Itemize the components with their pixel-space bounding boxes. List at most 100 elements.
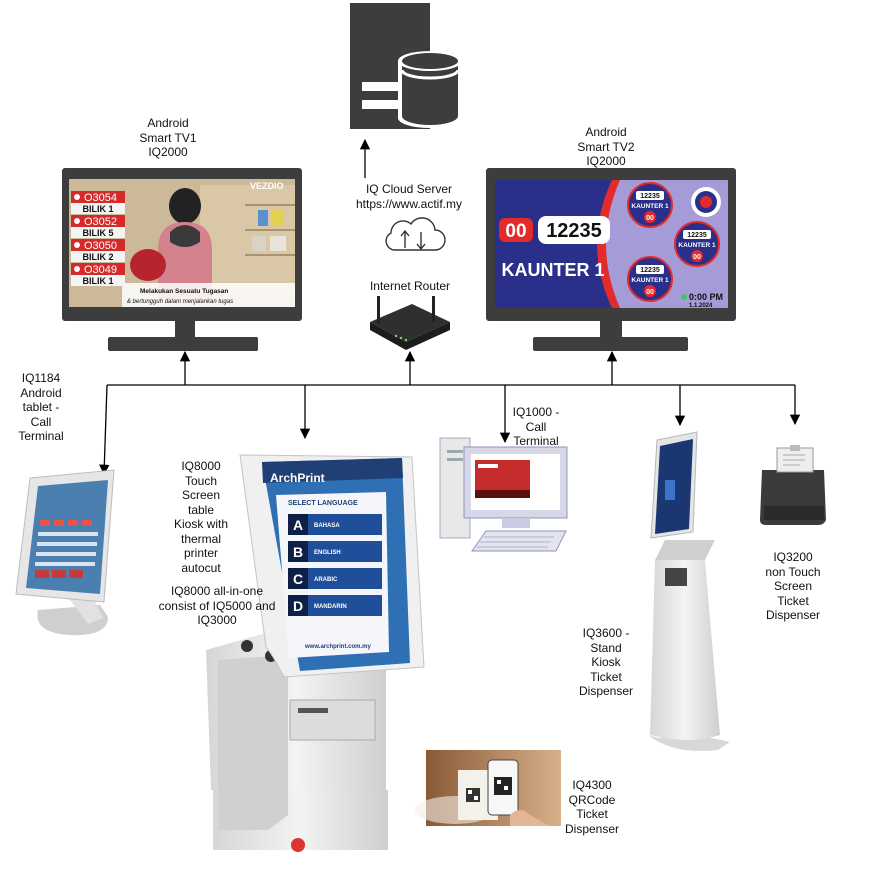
label-router: Internet Router bbox=[360, 279, 460, 294]
tv2-ticket: 12235 bbox=[546, 220, 602, 242]
language-option-button[interactable] bbox=[288, 568, 382, 589]
queue-room-bg bbox=[71, 275, 125, 286]
kiosk-heading: SELECT LANGUAGE bbox=[288, 500, 358, 507]
label-line: non Touch bbox=[765, 564, 821, 579]
label-line: IQ2000 bbox=[148, 145, 188, 159]
queue-dot bbox=[74, 194, 80, 200]
ticket-dispenser bbox=[760, 445, 826, 525]
tv1-caption-1: Melakukan Sesuatu Tugasan bbox=[140, 288, 228, 295]
language-option-key-bg bbox=[288, 568, 308, 589]
side-ticket-prefix: 00 bbox=[693, 254, 701, 261]
side-ticket-number: 12235 bbox=[640, 193, 660, 200]
label-line: autocut bbox=[181, 560, 221, 575]
label-line: IQ8000 bbox=[181, 459, 221, 473]
tv2-clock: 0:00 PM bbox=[689, 292, 723, 302]
label-line: printer bbox=[183, 546, 218, 560]
label-line: Smart TV1 bbox=[139, 130, 197, 145]
kiosk-brand: ArchPrint bbox=[270, 471, 325, 485]
side-ticket-prefix: 00 bbox=[646, 289, 654, 296]
label-line: IQ2000 bbox=[586, 154, 626, 168]
side-ticket-prefix: 00 bbox=[646, 215, 654, 222]
side-ticket-prefix-bg bbox=[644, 285, 656, 297]
android-tablet bbox=[15, 469, 115, 636]
label-line: IQ3200 bbox=[773, 550, 813, 564]
label-line: Internet Router bbox=[369, 279, 451, 293]
side-ticket-bg bbox=[636, 191, 664, 200]
router-icon bbox=[370, 296, 450, 350]
language-option-key-bg bbox=[288, 595, 308, 616]
label-line: Ticket bbox=[576, 807, 608, 821]
queue-number: O3052 bbox=[84, 216, 117, 228]
label-line: Terminal bbox=[513, 434, 559, 448]
queue-room: BILIK 5 bbox=[82, 228, 113, 238]
side-ticket-counter: KAUNTER 1 bbox=[631, 203, 669, 210]
label-line: Terminal bbox=[18, 429, 64, 443]
queue-room: BILIK 1 bbox=[82, 276, 113, 286]
label-line: Android bbox=[20, 385, 62, 400]
queue-room: BILIK 2 bbox=[82, 252, 113, 262]
language-option-key: C bbox=[293, 571, 303, 587]
queue-dot bbox=[74, 242, 80, 248]
language-option-key-bg bbox=[288, 514, 308, 535]
language-option-button[interactable] bbox=[288, 514, 382, 535]
label-line: Dispenser bbox=[578, 684, 634, 698]
kiosk-footer: www.archprint.com.my bbox=[304, 644, 371, 650]
tv2-prefix: 00 bbox=[505, 221, 526, 242]
tv1-caption-2: & bertungguh dalam menjalankan tugas bbox=[127, 299, 233, 305]
language-option-key-bg bbox=[288, 541, 308, 562]
language-option-button[interactable] bbox=[288, 541, 382, 562]
side-ticket-bg bbox=[683, 230, 711, 239]
arrow-to-tablet bbox=[99, 384, 110, 476]
label-line: IQ1184 bbox=[21, 371, 61, 385]
tv1-brand: VEZDIO bbox=[250, 181, 284, 191]
label-line: Android bbox=[147, 116, 189, 130]
queue-room-bg bbox=[71, 251, 125, 262]
queue-room: BILIK 1 bbox=[82, 204, 113, 214]
label-line: IQ8000 all-in-one bbox=[170, 584, 264, 598]
label-line: table bbox=[187, 502, 215, 517]
side-ticket-bg bbox=[636, 265, 664, 274]
label-line: Touch bbox=[184, 473, 218, 488]
desktop-call-terminal bbox=[439, 437, 568, 552]
cloud-server-icon bbox=[350, 3, 462, 129]
side-ticket-counter: KAUNTER 1 bbox=[631, 277, 669, 284]
queue-number-bg bbox=[71, 263, 125, 275]
label-line: Call bbox=[525, 419, 547, 434]
label-line: IQ1000 - bbox=[512, 405, 560, 419]
label-line: consist of IQ5000 and bbox=[158, 598, 276, 613]
side-ticket-prefix-bg bbox=[644, 211, 656, 223]
label-line: Screen bbox=[181, 488, 221, 502]
label-line: Dispenser bbox=[765, 608, 821, 622]
internet-cloud-icon bbox=[385, 217, 446, 251]
label-line: Kiosk with bbox=[173, 517, 229, 531]
queue-number: O3050 bbox=[84, 240, 117, 252]
label-line: Kiosk bbox=[591, 655, 621, 669]
language-option-key: D bbox=[293, 598, 303, 614]
side-ticket-number: 12235 bbox=[640, 267, 660, 274]
label-line: Call bbox=[30, 414, 52, 429]
language-option-button[interactable] bbox=[288, 595, 382, 616]
queue-number-bg bbox=[71, 191, 125, 203]
side-ticket-prefix-bg bbox=[691, 250, 703, 262]
side-ticket-number: 12235 bbox=[687, 232, 707, 239]
language-option-key: B bbox=[293, 544, 303, 560]
tv2-counter: KAUNTER 1 bbox=[501, 260, 604, 280]
connection-lines bbox=[99, 138, 801, 476]
label-line: tablet - bbox=[22, 400, 60, 414]
label-line: IQ Cloud Server bbox=[365, 182, 453, 196]
queue-number: O3049 bbox=[84, 264, 117, 276]
